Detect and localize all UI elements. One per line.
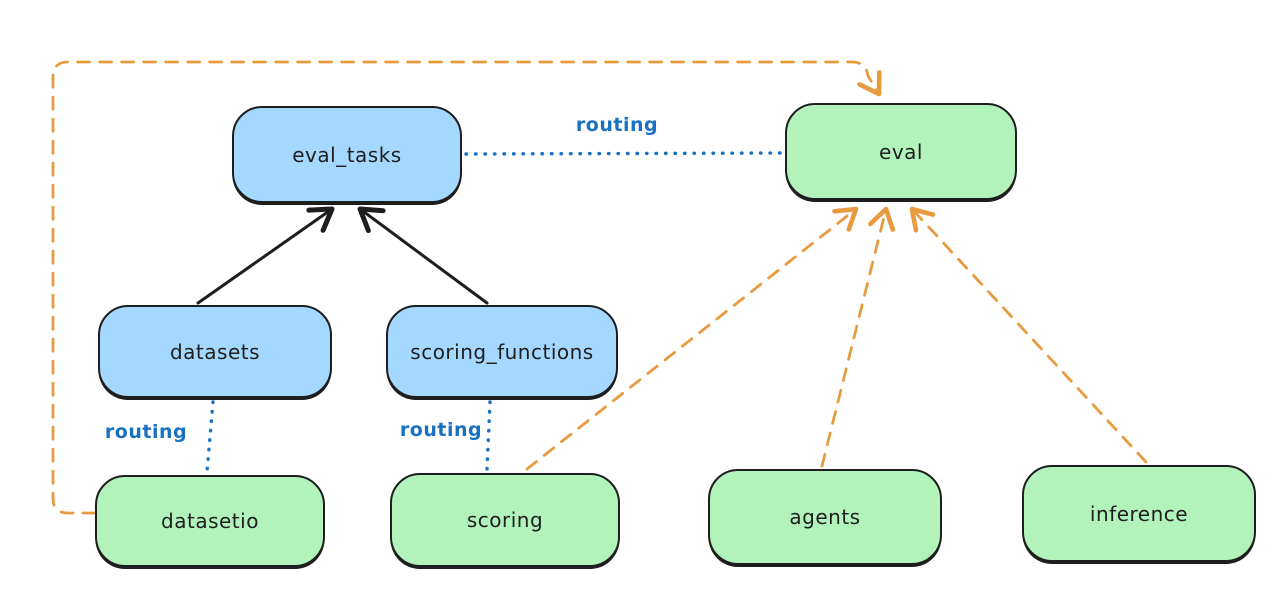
node-eval-tasks: eval_tasks xyxy=(232,106,462,203)
edge-inference-to-eval xyxy=(909,206,1148,464)
node-agents: agents xyxy=(708,469,942,565)
edge-label-routing-datasets-datasetio: routing xyxy=(104,421,188,443)
edge-datasets-to-eval-tasks xyxy=(196,206,335,305)
edge-scoring-functions-to-eval-tasks xyxy=(357,206,489,305)
node-datasetio: datasetio xyxy=(95,475,325,567)
edge-label-routing-scoring-functions-scoring: routing xyxy=(399,419,483,441)
edge-scoring-functions-to-scoring-routing xyxy=(485,400,492,472)
node-agents-label: agents xyxy=(789,505,861,529)
edge-label-routing-eval-tasks-eval: routing xyxy=(575,114,659,136)
node-inference: inference xyxy=(1022,465,1256,562)
node-eval: eval xyxy=(785,103,1017,200)
edge-datasetio-to-eval-loop xyxy=(51,60,882,515)
node-datasets: datasets xyxy=(98,305,332,398)
node-eval-tasks-label: eval_tasks xyxy=(292,142,402,167)
node-scoring-functions: scoring_functions xyxy=(386,305,618,398)
edge-eval-tasks-to-eval-routing xyxy=(464,151,785,156)
node-inference-label: inference xyxy=(1089,501,1189,526)
edge-agents-to-eval xyxy=(820,206,896,468)
edge-scoring-to-eval xyxy=(525,206,859,471)
node-scoring-functions-label: scoring_functions xyxy=(410,339,594,364)
edge-datasets-to-datasetio-routing xyxy=(205,400,215,474)
node-eval-label: eval xyxy=(879,139,923,164)
node-datasets-label: datasets xyxy=(169,339,261,364)
node-scoring-label: scoring xyxy=(466,508,544,532)
node-datasetio-label: datasetio xyxy=(161,509,259,533)
node-scoring: scoring xyxy=(390,473,620,567)
